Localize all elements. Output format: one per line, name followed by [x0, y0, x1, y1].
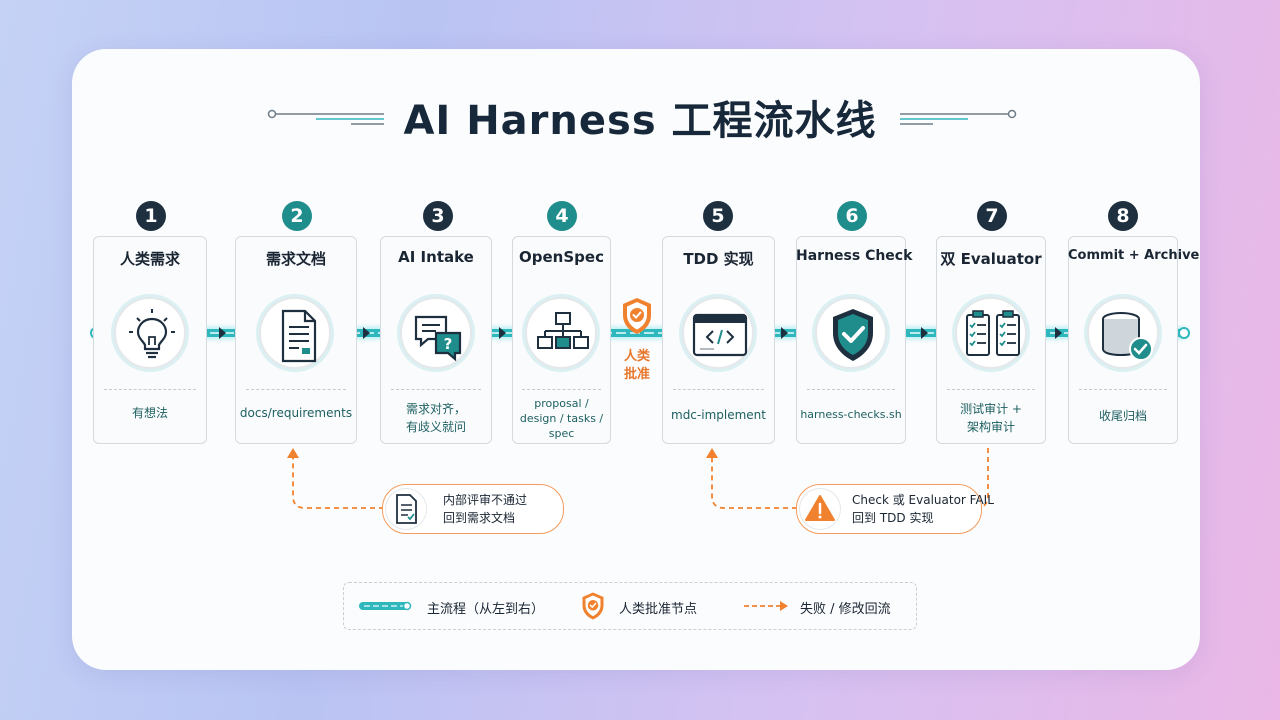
- human-approval-shield-icon: [623, 298, 651, 334]
- step-desc-6: harness-checks.sh: [796, 406, 906, 424]
- step-icon-circle-8: [1087, 297, 1159, 369]
- step-icon-circle-7: [955, 297, 1027, 369]
- document-icon: [281, 309, 317, 363]
- step-number-6: 6: [837, 201, 867, 231]
- title-decoration-right: [900, 109, 1017, 125]
- step-separator-4: [522, 389, 601, 390]
- step-desc-line: 有歧义就问: [405, 420, 466, 434]
- step-desc-line: 架构审计: [966, 420, 1015, 434]
- step-desc-line: harness-checks.sh: [800, 408, 902, 421]
- step-desc-line: proposal /: [534, 397, 589, 410]
- step-separator-8: [1079, 389, 1167, 390]
- step-desc-line: 收尾归档: [1098, 409, 1147, 423]
- loop-line: 内部评审不通过: [443, 493, 528, 507]
- step-separator-3: [391, 389, 481, 390]
- step-desc-line: 测试审计 +: [960, 402, 1022, 416]
- step-desc-3: 需求对齐， 有歧义就问: [380, 400, 492, 436]
- step-name-3: AI Intake: [398, 248, 474, 266]
- step-name-7: 双 Evaluator: [940, 250, 1042, 268]
- step-separator-2: [246, 389, 346, 390]
- step-desc-line: mdc-implement: [671, 408, 766, 422]
- step-desc-2: docs/requirements: [235, 404, 357, 422]
- step-name-6: Harness Check: [796, 248, 913, 264]
- step-name-8: Commit + Archive: [1068, 248, 1200, 263]
- chat-question-icon: ?: [414, 315, 462, 362]
- step-desc-7: 测试审计 + 架构审计: [936, 400, 1046, 436]
- loop-icon-circle-1: [385, 488, 427, 530]
- step-number-4: 4: [547, 201, 577, 231]
- human-approval-label: 人类 批准: [612, 348, 662, 384]
- step-number-1: 1: [136, 201, 166, 231]
- page-title: AI Harness 工程流水线: [403, 98, 877, 144]
- database-check-icon: [1102, 312, 1153, 361]
- step-icon-circle-1: [114, 297, 186, 369]
- step-number-2: 2: [282, 201, 312, 231]
- code-window-icon: [692, 313, 748, 357]
- step-desc-line: 有想法: [131, 406, 168, 420]
- legend-human-approval-label: 人类批准节点: [619, 602, 698, 617]
- main-flow-legend-swatch: [359, 601, 412, 611]
- loop-text-requirements: 内部评审不通过 回到需求文档: [443, 491, 527, 527]
- step-separator-6: [807, 389, 895, 390]
- loop-text-tdd: Check 或 Evaluator FAIL 回到 TDD 实现: [852, 491, 994, 527]
- legend: [343, 582, 917, 630]
- step-number-7: 7: [977, 201, 1007, 231]
- shield-check-icon: [833, 309, 873, 361]
- checklists-icon: [966, 310, 1020, 356]
- flowchart-icon: [537, 312, 589, 349]
- loop-line: 回到 TDD 实现: [852, 511, 934, 525]
- legend-main-flow-label: 主流程（从左到右）: [427, 602, 545, 617]
- step-icon-circle-6: [815, 297, 887, 369]
- step-name-2: 需求文档: [265, 250, 326, 268]
- title-decoration-left: [267, 109, 384, 125]
- step-name-5: TDD 实现: [683, 250, 754, 268]
- human-approval-legend-icon: [582, 592, 604, 620]
- step-desc-1: 有想法: [93, 404, 207, 422]
- step-number-5: 5: [703, 201, 733, 231]
- step-icon-circle-2: [259, 297, 331, 369]
- step-desc-line: spec: [548, 427, 575, 440]
- step-desc-8: 收尾归档: [1068, 407, 1178, 425]
- human-approval-line: 批准: [623, 367, 650, 382]
- step-desc-5: mdc-implement: [662, 406, 775, 424]
- svg-text:?: ?: [444, 335, 453, 353]
- fail-loop-legend-swatch: [744, 601, 788, 611]
- document-icon: [396, 494, 417, 524]
- warning-icon: [805, 495, 835, 521]
- step-icon-circle-4: [525, 297, 597, 369]
- step-desc-line: 需求对齐，: [405, 402, 466, 416]
- step-icon-circle-3: ?: [400, 297, 472, 369]
- step-desc-line: docs/requirements: [239, 406, 353, 420]
- lightbulb-icon: [129, 309, 175, 359]
- loop-line: 回到需求文档: [443, 511, 516, 525]
- step-desc-4: proposal / design / tasks / spec: [512, 396, 611, 441]
- loop-line: Check 或 Evaluator FAIL: [852, 493, 994, 507]
- step-number-3: 3: [423, 201, 453, 231]
- legend-fail-loop-label: 失败 / 修改回流: [800, 602, 891, 617]
- step-number-8: 8: [1108, 201, 1138, 231]
- step-separator-5: [673, 389, 764, 390]
- step-separator-1: [104, 389, 196, 390]
- step-name-1: 人类需求: [119, 250, 180, 268]
- step-icon-circle-5: [682, 297, 754, 369]
- loop-icon-circle-2: [799, 488, 841, 530]
- step-separator-7: [947, 389, 1035, 390]
- step-name-4: OpenSpec: [519, 248, 604, 266]
- step-desc-line: design / tasks /: [519, 412, 604, 425]
- human-approval-line: 人类: [623, 349, 650, 364]
